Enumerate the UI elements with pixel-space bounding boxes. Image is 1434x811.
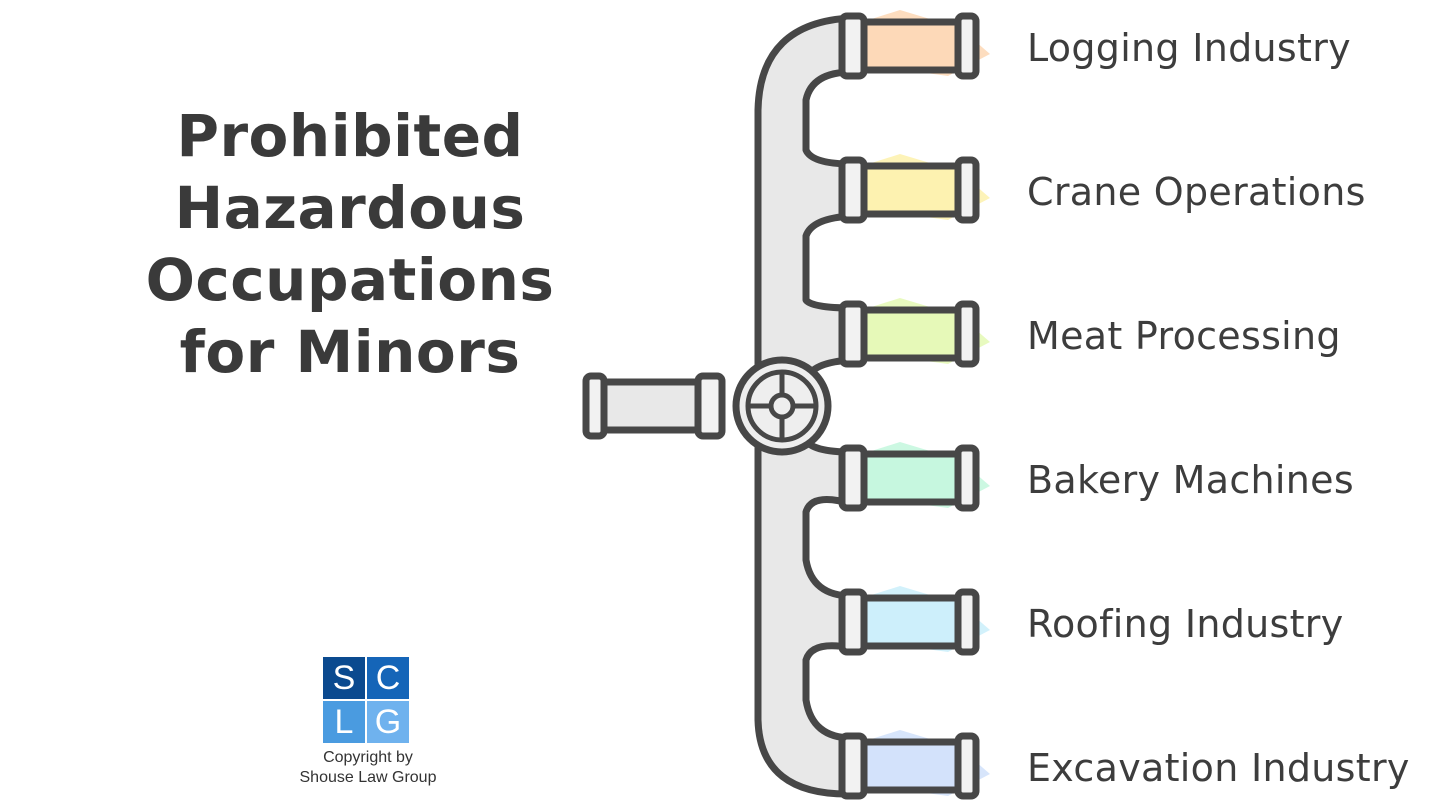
branch-pipe — [858, 450, 972, 506]
page-title: Prohibited Hazardous Occupations for Min… — [0, 100, 700, 388]
title-line-3: for Minors — [179, 318, 521, 386]
logo-letter-c: C — [367, 657, 409, 699]
pipe-flange — [582, 372, 608, 440]
pipe-flange — [954, 12, 980, 80]
label-excavation-industry: Excavation Industry — [1027, 746, 1410, 790]
branch-pipe — [858, 306, 972, 362]
branch-pipe — [858, 18, 972, 74]
pipe-flange — [954, 300, 980, 368]
branch-pipe — [858, 594, 972, 650]
logo-letter-g: G — [367, 701, 409, 743]
title-line-1: Prohibited Hazardous — [174, 102, 526, 242]
pipe-flange — [838, 12, 868, 80]
pipe-flange — [694, 372, 726, 440]
label-roofing-industry: Roofing Industry — [1027, 602, 1344, 646]
label-meat-processing: Meat Processing — [1027, 314, 1341, 358]
title-line-2: Occupations — [145, 246, 555, 314]
logo-letter-l: L — [323, 701, 365, 743]
copyright-notice: Copyright by Shouse Law Group — [268, 748, 468, 788]
branch-pipe — [858, 162, 972, 218]
label-bakery-machines: Bakery Machines — [1027, 458, 1354, 502]
pipe-flange — [954, 732, 980, 800]
pipe-flange — [954, 156, 980, 224]
pipe-flange — [838, 588, 868, 656]
valve-hub — [768, 392, 796, 420]
pipe-flange — [838, 444, 868, 512]
inlet-pipe — [594, 378, 712, 434]
pipe-flange — [838, 300, 868, 368]
copyright-line-2: Shouse Law Group — [299, 769, 437, 786]
copyright-line-1: Copyright by — [323, 749, 413, 766]
pipe-flange — [954, 444, 980, 512]
branch-pipe — [858, 738, 972, 794]
label-logging-industry: Logging Industry — [1027, 26, 1351, 70]
logo-letter-s: S — [323, 657, 365, 699]
sclg-logo: S C L G — [323, 657, 409, 743]
pipe-flange — [838, 732, 868, 800]
pipe-flange — [954, 588, 980, 656]
label-crane-operations: Crane Operations — [1027, 170, 1366, 214]
pipe-flange — [838, 156, 868, 224]
